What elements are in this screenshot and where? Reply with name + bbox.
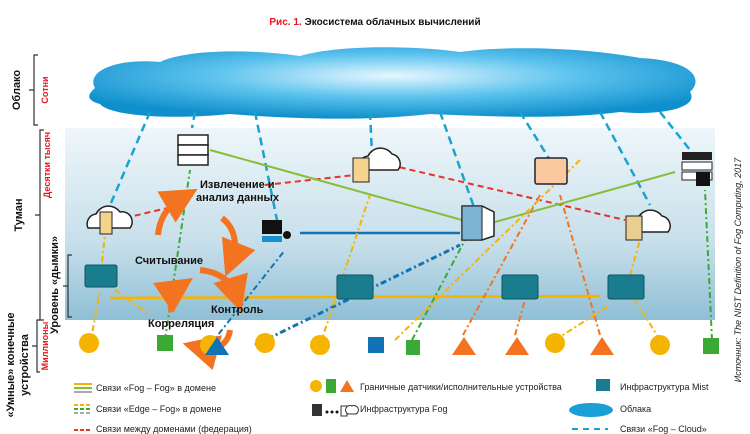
- level-cloud-label: Облако: [11, 70, 23, 111]
- gear-icon: [283, 231, 291, 239]
- legend-clouds: Облака: [569, 403, 651, 417]
- mist-boards: [84, 264, 645, 300]
- edge-sensors: [79, 333, 719, 355]
- mist-board: [501, 274, 539, 300]
- federation-links: [124, 164, 626, 221]
- fog-node-secure-server: [681, 152, 713, 186]
- fog-node-cloud-server-left: [86, 205, 133, 235]
- svg-text:Граничные датчики/исполнительн: Граничные датчики/исполнительные устройс…: [360, 382, 562, 392]
- svg-text:Облака: Облака: [620, 404, 651, 414]
- fog-node-gear-server: [262, 220, 291, 242]
- svg-text:Связи между доменами (федераци: Связи между доменами (федерация): [96, 424, 252, 434]
- legend-edge-fog: Связи «Edge – Fog» в домене: [74, 404, 221, 414]
- mist-board: [607, 274, 645, 300]
- svg-text:Связи «Fog – Fog» в домене: Связи «Fog – Fog» в домене: [96, 383, 216, 393]
- level-fog-count: Десятки тысяч: [42, 132, 52, 198]
- legend-fog-infra: Инфраструктура Fog: [312, 404, 448, 417]
- level-edge-count: Миллионы: [40, 321, 50, 370]
- cycle-correlation-label: Корреляция: [148, 318, 214, 330]
- svg-text:Связи «Fog – Cloud»: Связи «Fog – Cloud»: [620, 424, 707, 434]
- fog-node-orange-rack: [534, 157, 568, 185]
- svg-text:Инфраструктура Mist: Инфраструктура Mist: [620, 382, 709, 392]
- fog-node-blue-server: [461, 205, 495, 241]
- figure-title: Рис. 1.Экосистема облачных вычислений: [269, 16, 480, 28]
- fog-node-cloud-server-right: [625, 209, 671, 241]
- fog-node-cloud-server-center: [352, 147, 401, 183]
- source-note: Источник: The NIST Definition of Fog Com…: [733, 157, 743, 382]
- svg-text:Инфраструктура Fog: Инфраструктура Fog: [360, 404, 448, 414]
- level-cloud-count: Сотни: [40, 76, 50, 103]
- cloud-shape: [89, 47, 696, 119]
- legend-sensors: Граничные датчики/исполнительные устройс…: [310, 379, 562, 393]
- level-mist-label: Уровень «дымки»: [49, 236, 61, 334]
- legend-mist-infra: Инфраструктура Mist: [596, 379, 709, 392]
- cycle-extract-label-2: анализ данных: [196, 192, 280, 204]
- svg-text:Связи «Edge – Fog» в домене: Связи «Edge – Fog» в домене: [96, 404, 221, 414]
- legend: Связи «Fog – Fog» в домене Связи «Edge –…: [74, 379, 709, 434]
- level-brackets: [29, 54, 72, 373]
- lock-icon: [696, 172, 710, 186]
- level-edge-label-2: устройства: [19, 333, 31, 396]
- mist-board: [336, 274, 374, 300]
- cycle-extract-label-1: Извлечение и: [200, 179, 275, 191]
- legend-fog-cloud: Связи «Fog – Cloud»: [572, 424, 707, 434]
- cycle-read-label: Считывание: [135, 255, 203, 267]
- fog-node-server-rack: [177, 134, 209, 166]
- level-edge-label-1: «Умные» конечные: [5, 313, 17, 418]
- cycle-control-label: Контроль: [211, 304, 264, 316]
- legend-federation: Связи между доменами (федерация): [74, 424, 252, 434]
- mist-board: [84, 264, 118, 288]
- legend-fog-fog: Связи «Fog – Fog» в домене: [74, 383, 216, 393]
- fog-cloud-links: [106, 111, 691, 226]
- level-fog-label: Туман: [13, 198, 25, 231]
